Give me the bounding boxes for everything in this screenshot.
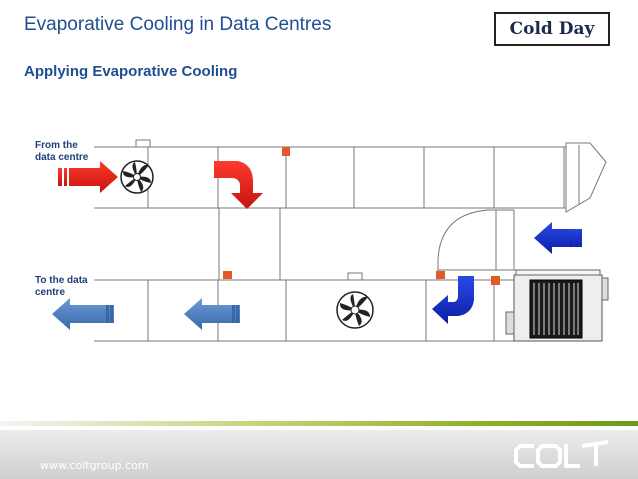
damper-elbow (491, 276, 500, 285)
elbow-duct (437, 209, 515, 270)
arrow-blue-turn-down-icon (432, 276, 474, 324)
mode-badge-label: Cold Day (509, 19, 595, 39)
damper-upper (282, 147, 290, 156)
fan-icon-upper (120, 160, 154, 194)
fan-mount-bottom (347, 272, 363, 281)
arrow-supply-mid-icon (184, 298, 240, 330)
label-to-data-centre: To the data centre (35, 275, 88, 298)
upper-duct (94, 142, 607, 213)
arrow-to-data-centre-icon (52, 298, 114, 330)
colt-logo (514, 440, 609, 468)
evaporative-cooler-unit (505, 269, 609, 342)
footer-stripe (0, 421, 638, 426)
fan-icon-lower (336, 291, 374, 329)
vertical-connector (218, 208, 281, 280)
label-from-data-centre: From the data centre (35, 140, 89, 163)
slide-subtitle: Applying Evaporative Cooling (24, 63, 238, 80)
damper-lower (436, 271, 445, 279)
mode-badge: Cold Day (494, 12, 610, 46)
duct-diagram (52, 139, 609, 342)
arrow-red-turn-down-icon (214, 161, 263, 209)
fan-mount-top (135, 139, 151, 148)
footer-bar (0, 430, 638, 479)
damper-connector (223, 271, 232, 279)
arrow-from-data-centre-icon (58, 161, 118, 193)
arrow-fresh-air-in-icon (534, 222, 582, 254)
footer-url: www.coltgroup.com (40, 459, 149, 472)
page-title: Evaporative Cooling in Data Centres (24, 14, 332, 35)
